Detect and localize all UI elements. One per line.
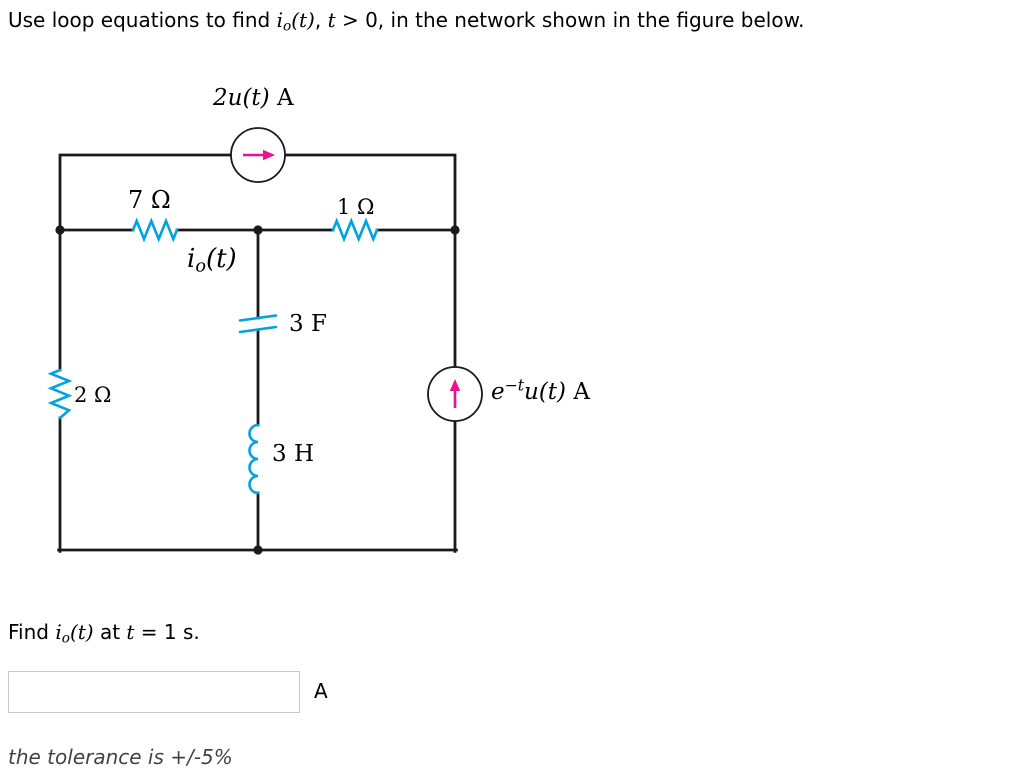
resistor-2ohm <box>47 368 73 420</box>
inductor-3H <box>248 423 260 495</box>
node-dot-left <box>55 225 65 235</box>
node-dot-right <box>450 225 460 235</box>
capacitor-label: 3 F <box>289 311 327 337</box>
top-source-label: 2u(t) A <box>213 85 294 111</box>
resistor-2ohm-label: 2 Ω <box>74 383 112 407</box>
right-source-label: e−tu(t) A <box>491 375 590 405</box>
io-variable: io(t) <box>276 8 315 35</box>
resistor-7ohm-label: 7 Ω <box>128 186 171 214</box>
question-text-before: Use loop equations to find <box>8 8 277 32</box>
find-instruction: Find io(t) at t = 1 s. <box>8 620 200 647</box>
tolerance-note: the tolerance is +/-5% <box>8 745 233 769</box>
wire-top-right <box>283 153 457 369</box>
right-source-arrowhead <box>449 379 461 391</box>
question-title: Use loop equations to find io(t), t > 0,… <box>8 8 805 35</box>
answer-input[interactable] <box>8 671 300 713</box>
node-dot-center <box>253 225 263 235</box>
capacitor-3F <box>238 314 278 334</box>
io-current-label: io(t) <box>187 244 237 277</box>
current-sources <box>230 127 483 422</box>
inductor-label: 3 H <box>272 441 315 467</box>
node-dot-bottom <box>253 545 263 555</box>
wire-top-left <box>58 153 233 372</box>
node-dots <box>55 225 460 555</box>
circuit-components <box>47 217 379 495</box>
resistor-7ohm <box>131 217 179 243</box>
resistor-1ohm-label: 1 Ω <box>337 195 375 219</box>
answer-unit-label: A <box>314 679 328 703</box>
t-variable-find: t <box>126 620 135 644</box>
resistor-1ohm <box>331 217 379 243</box>
top-source-arrowhead <box>263 149 275 161</box>
io-variable-find: io(t) <box>55 620 94 647</box>
question-text-after: > 0, in the network shown in the figure … <box>335 8 805 32</box>
t-variable: t <box>327 8 336 32</box>
